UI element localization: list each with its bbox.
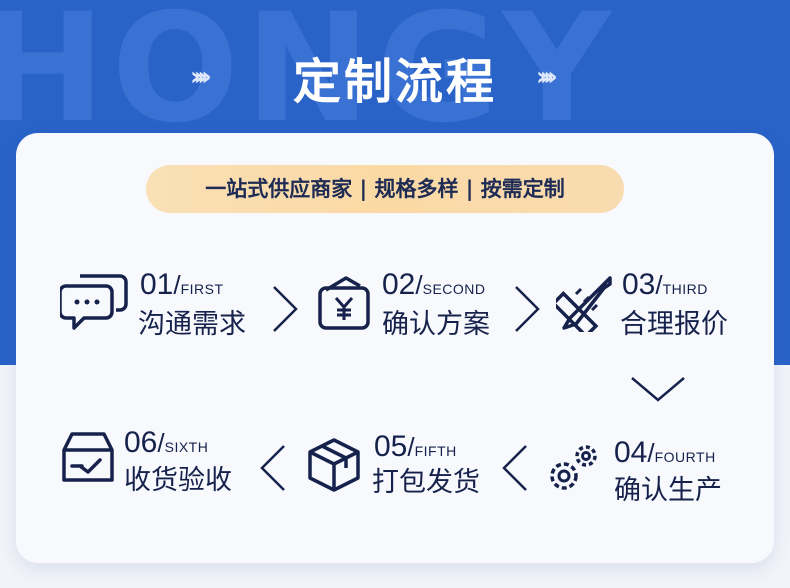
step-label-06: 收货验收 [124,465,232,496]
step-number-03: 03/THIRD [622,268,708,301]
step-label-02: 确认方案 [382,309,490,340]
package-box-icon [308,438,360,492]
step-number-06: 06/SIXTH [124,426,209,459]
page-title: 定制流程 [292,54,497,110]
step-label-05: 打包发货 [372,467,480,498]
arrow-left-icon [502,445,527,491]
yuan-wallet-icon [318,276,370,330]
step-label-04: 确认生产 [614,475,722,506]
step-label-01: 沟通需求 [138,309,246,340]
arrow-left-icon [260,445,285,491]
watermark-text: HONGY [0,0,618,156]
inbox-check-icon [62,432,114,482]
gears-icon [550,445,597,490]
pencil-ruler-icon [556,276,612,332]
arrow-right-icon [515,286,540,332]
step-number-01: 01/FIRST [140,268,224,301]
step-label-03: 合理报价 [620,309,728,340]
arrow-right-icon [273,286,298,332]
tagline-pill: 一站式供应商家 | 规格多样 | 按需定制 [146,165,624,213]
step-number-02: 02/SECOND [382,268,486,301]
chat-bubbles-icon [60,274,128,330]
right-chevrons-icon: ›››› [536,62,558,92]
step-number-04: 04/FOURTH [614,436,716,469]
arrow-down-icon [631,377,685,402]
step-number-05: 05/FIFTH [374,430,457,463]
